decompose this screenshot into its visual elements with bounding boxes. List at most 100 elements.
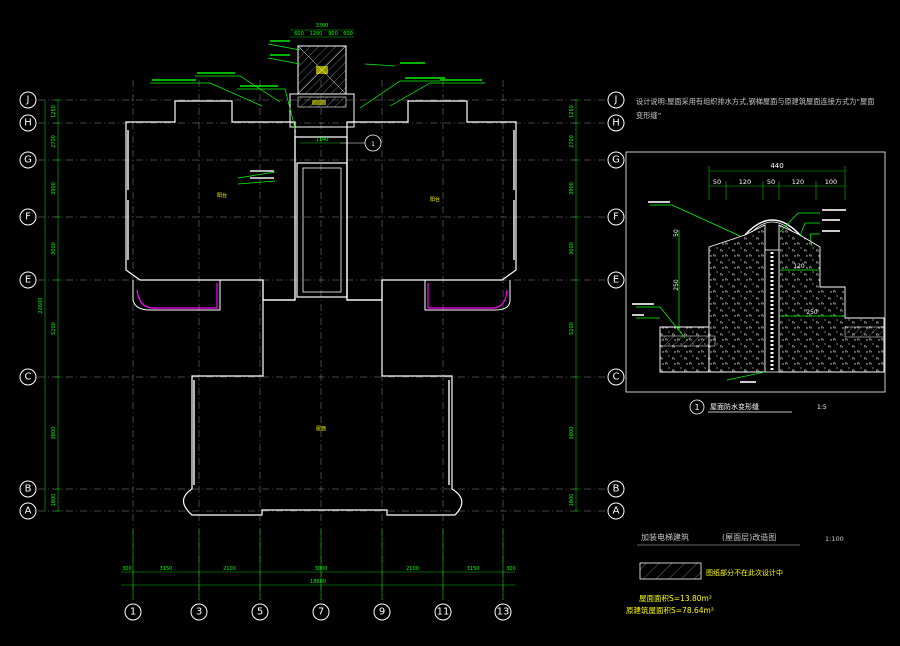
detail-scale: 1:5 [817, 404, 827, 411]
dim-right-0: 1250 [569, 105, 575, 118]
dim-left-1: 2700 [51, 135, 57, 148]
axis-bubble-row-A-left [19, 502, 37, 520]
dim-left-3: 3000 [51, 242, 57, 255]
top-dim-part-4: 600 [343, 31, 353, 37]
axis-label-row-F: F [613, 212, 619, 223]
dim-left-total: 22600 [38, 298, 44, 314]
axis-bubble-row-C-right [607, 368, 625, 386]
axis-label-col-11: 11 [437, 607, 450, 618]
leader-text [152, 40, 482, 179]
detail-frame [625, 151, 886, 393]
dim-right-1: 2700 [569, 135, 575, 148]
detail-mid-dim-1: 120 [793, 263, 805, 270]
dim-bottom-total: 18600 [310, 579, 326, 585]
axis-bubble-col-5 [251, 603, 269, 621]
axis-label-col-3: 3 [196, 607, 202, 618]
dim-right-4: 5200 [569, 322, 575, 335]
axis-bubble-col-1 [124, 603, 142, 621]
axis-bubble-row-G-right [607, 151, 625, 169]
section-left-wall [708, 224, 766, 373]
dim-right-3: 3000 [569, 242, 575, 255]
room-label-a: 阳台 [217, 192, 227, 199]
axis-label-row-G: G [612, 155, 620, 166]
dim-right-5: 3800 [569, 427, 575, 440]
axis-bubble-col-11 [434, 603, 452, 621]
legend-swatch [639, 562, 702, 580]
legend-text: 图纸部分不在此次设计中 [706, 568, 783, 577]
leader-lines [150, 43, 485, 185]
detail-number: 1 [694, 403, 699, 412]
dim-right-6: 1800 [569, 494, 575, 507]
cover-cap [744, 219, 801, 236]
dim-left-5: 3800 [51, 427, 57, 440]
dim-left-4: 5200 [51, 322, 57, 335]
top-dim-part-2: 1200 [310, 31, 323, 37]
dim-bottom-0: 3150 [160, 566, 173, 572]
axis-label-row-C: C [25, 372, 32, 383]
top-dim-part-1: 600 [294, 31, 304, 37]
detail-dim-total: 440 [770, 162, 783, 170]
axis-bubble-row-H-right [607, 114, 625, 132]
axis-bubble-col-7 [312, 603, 330, 621]
dim-left-6: 1800 [51, 494, 57, 507]
dim-bottom-1: 2100 [223, 566, 236, 572]
detail-title: 屋面防水变形缝 [710, 402, 759, 411]
area-existing-roof: 原建筑屋面积S=78.64m² [626, 605, 714, 615]
axis-label-row-J: J [614, 95, 618, 106]
axis-bubble-col-9 [373, 603, 391, 621]
dim-right-2: 3900 [569, 182, 575, 195]
axis-label-row-E: E [25, 275, 31, 286]
insulation-strip-right [844, 326, 885, 338]
axis-label-col-7: 7 [318, 607, 324, 618]
design-note-line-2: 变形缝” [636, 111, 662, 120]
axis-label-col-9: 9 [379, 607, 385, 618]
drawing-scale: 1:100 [825, 535, 844, 543]
stair-core-inner [302, 167, 342, 293]
section-right-wall [778, 224, 885, 373]
dim-bottom-end-left: 300 [122, 566, 132, 572]
axis-label-row-B: B [25, 484, 32, 495]
design-note-line-1: 设计说明:屋面采用有组织排水方式,钢梯屋面与原建筑屋面连接方式为“屋面 [636, 97, 874, 106]
axis-bubble-row-F-right [607, 208, 625, 226]
dim-left-0: 1250 [51, 105, 57, 118]
detail-panel: 440 50 120 50 120 100 50 250 120 [625, 151, 886, 415]
area-elevator-roof: 屋面面积S=13.80m² [639, 593, 712, 603]
detail-dim-5: 100 [825, 178, 837, 186]
dim-bottom-3: 2100 [406, 566, 419, 572]
axis-label-row-J: J [26, 95, 30, 106]
drawing-title: (屋面层)改造图 [722, 532, 776, 542]
axis-label-row-A: A [25, 506, 32, 517]
axis-label-row-F: F [25, 212, 31, 223]
detail-left-dim-1: 50 [673, 229, 680, 237]
detail-dim-2: 120 [739, 178, 751, 186]
roof-plan [125, 45, 517, 516]
axis-label-col-5: 5 [257, 607, 263, 618]
axis-label-col-1: 1 [130, 607, 136, 618]
axis-label-row-H: H [612, 118, 620, 129]
elevator-shaft-wall [289, 93, 355, 128]
axis-label-row-G: G [24, 155, 32, 166]
dimension-lines: 1250 2700 3900 3000 5200 3800 1800 1250 2700 3900… [38, 99, 579, 600]
axis-bubble-col-13 [494, 603, 512, 621]
balcony-left-accent [136, 283, 218, 309]
detail-mid-dim-2: 250 [806, 309, 818, 316]
balcony-left [132, 280, 221, 311]
axis-bubble-row-H-left [19, 114, 37, 132]
dim-bottom-2: 3000 [315, 566, 328, 572]
balcony-right [424, 280, 511, 311]
core-dim: 1140 [316, 137, 329, 143]
project-title: 加装电梯建筑 [641, 532, 689, 542]
axis-label-row-H: H [24, 118, 32, 129]
top-dimension: 3300 600 1200 900 600 1140 [290, 23, 354, 144]
stair-core [296, 162, 348, 298]
roof-footprint-center [182, 136, 463, 516]
axis-label-row-B: B [613, 484, 620, 495]
dim-left-2: 3900 [51, 182, 57, 195]
detail-left-dim-2: 250 [673, 279, 680, 291]
section-left-slab [659, 326, 710, 373]
callout-number: 1 [371, 141, 375, 148]
axis-label-col-13: 13 [497, 607, 510, 618]
axis-bubble-row-F-left [19, 208, 37, 226]
